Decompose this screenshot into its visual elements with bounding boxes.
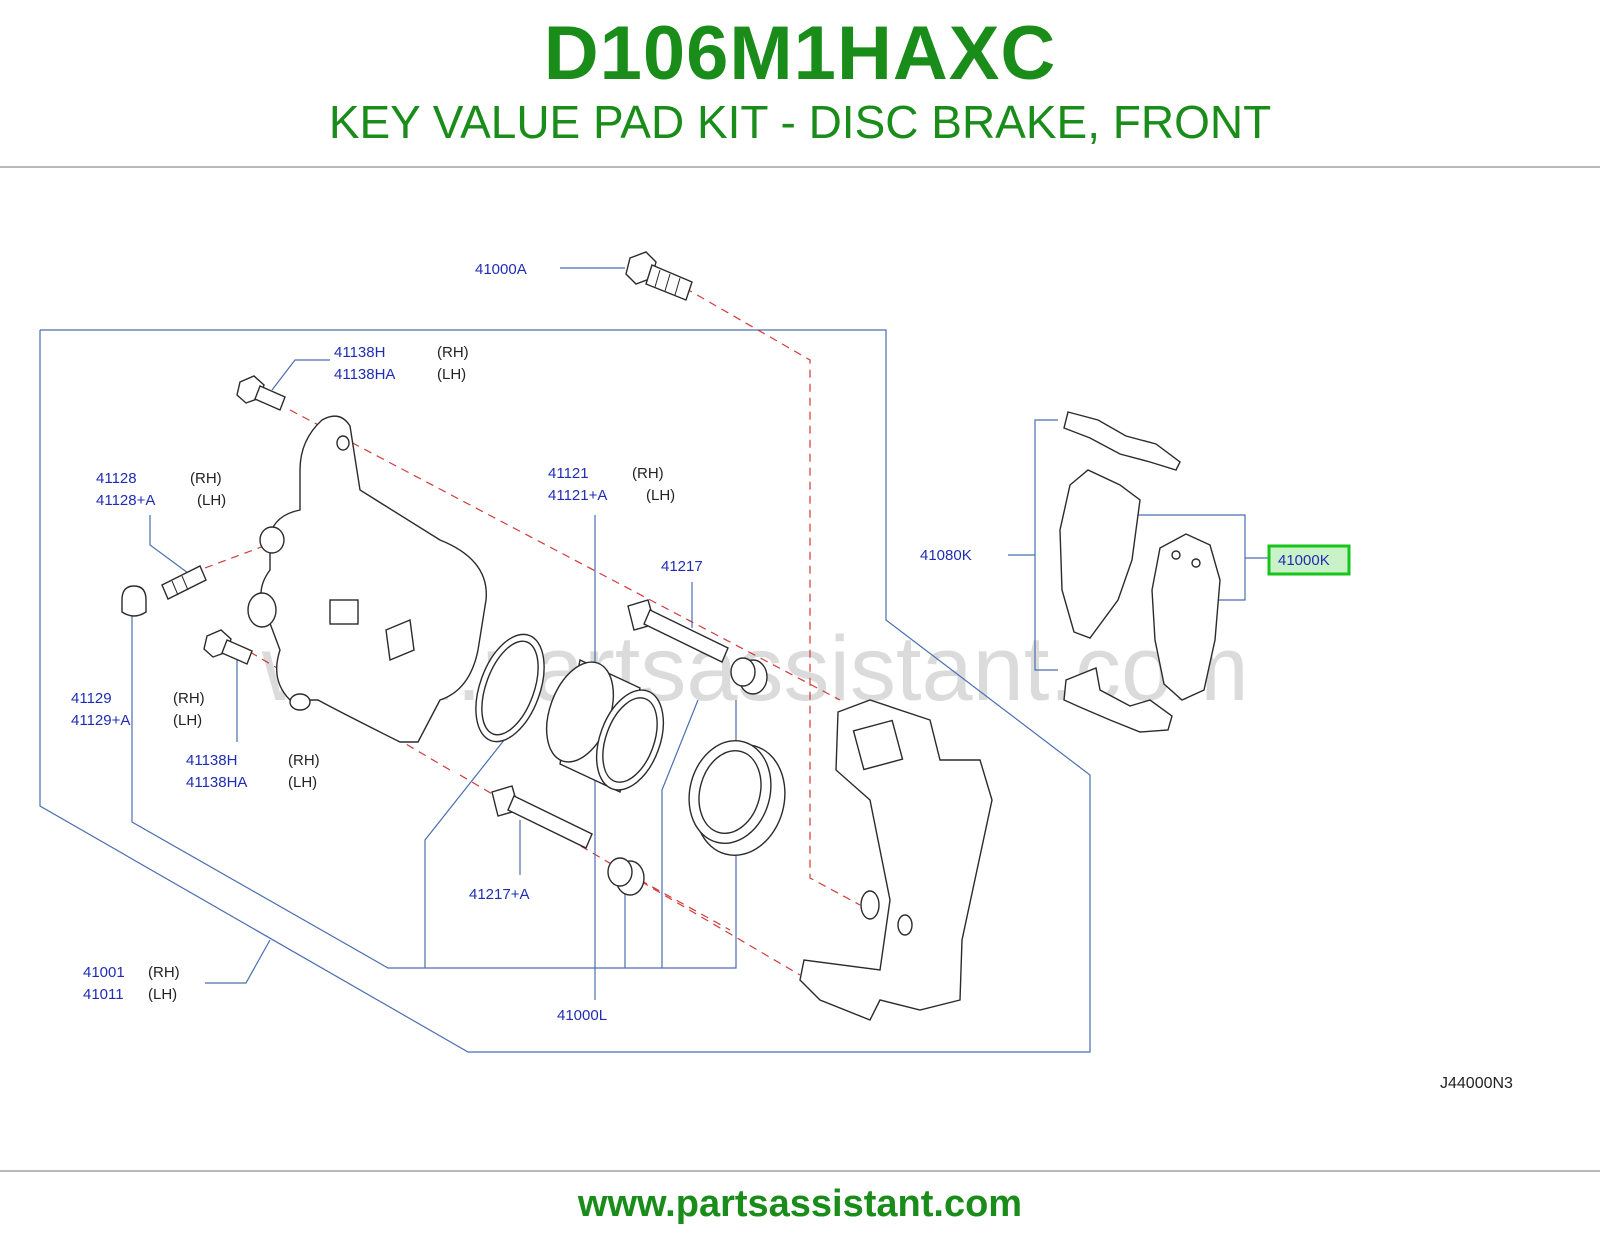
side-label-lh: (LH)	[148, 986, 177, 1003]
side-label-rh: (RH)	[437, 344, 469, 361]
brake-pad-inner-drawing	[1059, 469, 1141, 639]
page-subtitle: KEY VALUE PAD KIT - DISC BRAKE, FRONT	[328, 96, 1272, 148]
side-label-lh: (LH)	[437, 366, 466, 383]
side-label-rh: (RH)	[632, 465, 664, 482]
side-label-rh: (RH)	[148, 964, 180, 981]
side-label-rh: (RH)	[288, 752, 320, 769]
drawing-code: J44000N3	[1440, 1075, 1513, 1092]
piston-41121-drawing	[545, 658, 665, 794]
footer-url-link[interactable]: www.partsassistant.com	[577, 1183, 1023, 1225]
bleeder-cap-41129-drawing	[121, 585, 147, 617]
callout-41121a[interactable]: 41121+A	[548, 487, 607, 504]
bolt-41138h-top-drawing	[236, 375, 286, 411]
caliper-assembly-outline	[39, 329, 1091, 1053]
pin-boot-lower-drawing	[607, 857, 645, 896]
callout-41217a[interactable]: 41217+A	[469, 886, 529, 903]
guide-pin-41217a-drawing	[491, 785, 593, 849]
callout-41080k[interactable]: 41080K	[920, 547, 972, 564]
bolt-41000a-drawing	[625, 251, 693, 301]
pad-clip-lower-drawing	[1063, 667, 1173, 733]
header-divider	[0, 166, 1600, 168]
bolt-41138h-bottom-drawing	[203, 629, 253, 665]
guide-pin-41217-drawing	[627, 599, 729, 663]
callout-41001[interactable]: 41001	[83, 964, 125, 981]
side-label-rh: (RH)	[190, 470, 222, 487]
pin-boot-upper-drawing	[730, 657, 768, 695]
side-label-lh: (LH)	[197, 492, 226, 509]
callout-41000k-highlighted[interactable]: 41000K	[1278, 552, 1330, 569]
brake-pad-outer-41000k-drawing	[1151, 533, 1221, 701]
caliper-housing-41001-drawing	[247, 415, 487, 743]
piston-seal-drawing	[475, 633, 545, 743]
callout-41129a[interactable]: 41129+A	[71, 712, 130, 729]
callout-41128[interactable]: 41128	[96, 470, 137, 487]
callout-41011[interactable]: 41011	[83, 986, 124, 1003]
side-label-lh: (LH)	[646, 487, 675, 504]
highlight-box-41000k	[1267, 544, 1351, 576]
callout-41217[interactable]: 41217	[661, 558, 703, 575]
callout-41000a[interactable]: 41000A	[475, 261, 527, 278]
side-label-lh: (LH)	[173, 712, 202, 729]
side-label-lh: (LH)	[288, 774, 317, 791]
caliper-bracket-drawing	[799, 699, 993, 1021]
callout-41128a[interactable]: 41128+A	[96, 492, 155, 509]
callout-41129[interactable]: 41129	[71, 690, 112, 707]
footer-divider	[0, 1170, 1600, 1172]
side-label-rh: (RH)	[173, 690, 205, 707]
callout-41000l[interactable]: 41000L	[557, 1007, 607, 1024]
callout-41138ha-top[interactable]: 41138HA	[334, 366, 395, 383]
callout-41138h-top[interactable]: 41138H	[334, 344, 385, 361]
page-title: D106M1HAXC	[543, 11, 1057, 96]
callout-41121[interactable]: 41121	[548, 465, 589, 482]
callout-41138ha-bottom[interactable]: 41138HA	[186, 774, 247, 791]
pad-clip-upper-drawing	[1063, 411, 1181, 471]
bleeder-screw-41128-drawing	[161, 565, 207, 600]
parts-diagram: www.partsassistant.com	[39, 251, 1513, 1092]
callout-41138h-bottom[interactable]: 41138H	[186, 752, 237, 769]
piston-boot-drawing	[688, 740, 786, 856]
